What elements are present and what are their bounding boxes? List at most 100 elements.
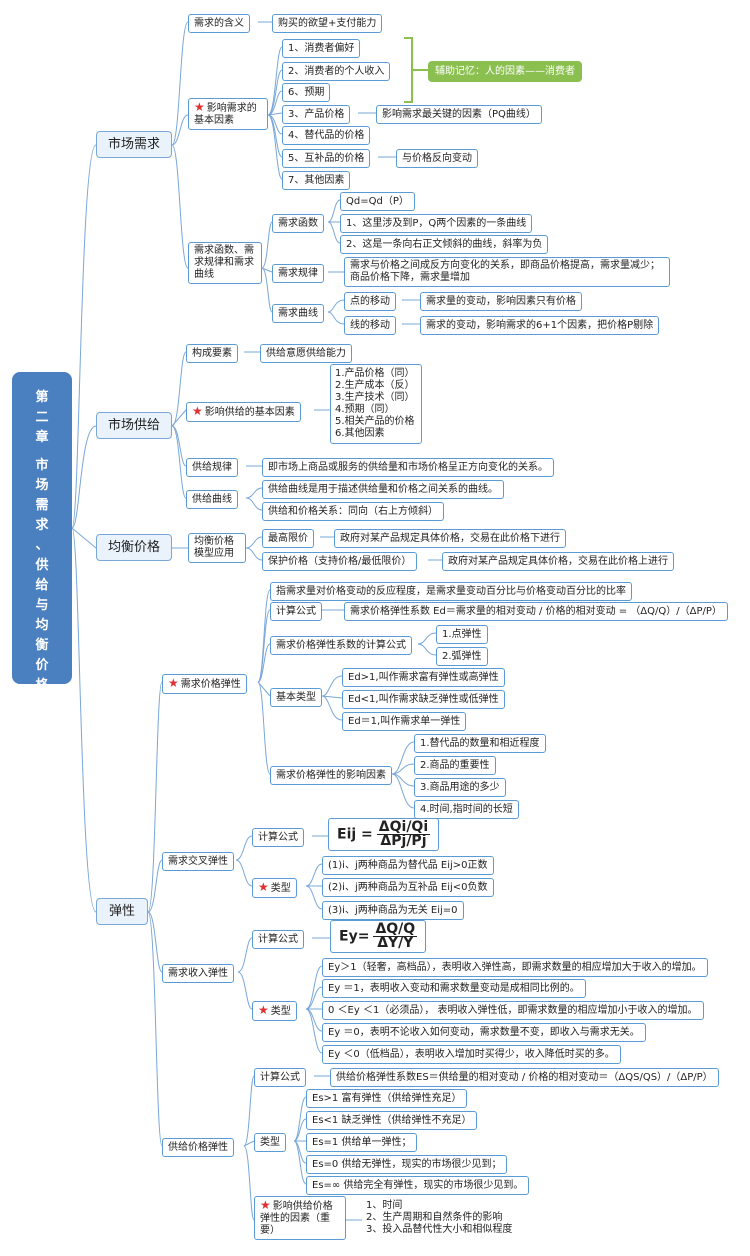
demand-law-text: 需求与价格之间成反方向变化的关系，即商品价格提高，需求量减少；商品价格下降，需求… bbox=[344, 257, 670, 287]
income-type-item: Ey ＝0，表明不论收入如何变动，需求数量不变，即收入与需求无关。 bbox=[322, 1023, 646, 1042]
supply-elements-detail: 供给意愿供给能力 bbox=[260, 344, 352, 363]
supply-type-item: Es>1 富有弹性（供给弹性充足） bbox=[306, 1089, 468, 1108]
type-item: Ed＝1,叫作需求单一弹性 bbox=[342, 712, 467, 731]
price-elasticity-calc[interactable]: 计算公式 bbox=[270, 602, 322, 621]
supply-law[interactable]: 供给规律 bbox=[186, 458, 238, 477]
demand-factor-item[interactable]: 4、替代品的价格 bbox=[282, 126, 371, 145]
supply-type-item: Es<1 缺乏弹性（供给弹性不充足） bbox=[306, 1111, 478, 1130]
income-type-item: Ey ＜0（低档品），表明收入增加时买得少，收入降低时买的多。 bbox=[322, 1045, 621, 1064]
point-move-note: 需求量的变动，影响因素只有价格 bbox=[420, 292, 582, 311]
demand-factors[interactable]: ★影响需求的基本因素 bbox=[188, 98, 268, 130]
type-item: Ed<1,叫作需求缺乏弹性或低弹性 bbox=[342, 690, 505, 709]
supply-elasticity-factors[interactable]: ★影响供给价格弹性的因素（重要） bbox=[254, 1196, 346, 1240]
supply-type-item: Es=∞ 供给完全有弹性，现实的市场很少见到。 bbox=[306, 1176, 530, 1195]
demand-function-group[interactable]: 需求函数、需求规律和需求曲线 bbox=[188, 242, 262, 284]
income-type-item: 0 ＜Ey ＜1（必须品）， 表明收入弹性低，即需求数量的相应增加小于收入的增加… bbox=[322, 1001, 704, 1020]
supply-curve-item: 供给和价格关系：同向（右上方倾斜） bbox=[262, 502, 444, 521]
topic-market-demand[interactable]: 市场需求 bbox=[96, 131, 172, 158]
supply-elasticity-factor: 3、投入品替代性大小和相似程度 bbox=[366, 1224, 513, 1235]
price-elasticity-methods[interactable]: 需求价格弹性系数的计算公式 bbox=[270, 636, 412, 655]
chapter-title: 第二章 市场需求、供给与均衡价格 bbox=[12, 372, 72, 693]
supply-elements[interactable]: 构成要素 bbox=[186, 344, 238, 363]
demand-meaning[interactable]: 需求的含义 bbox=[188, 14, 250, 33]
star-icon: ★ bbox=[258, 880, 269, 894]
topic-market-supply[interactable]: 市场供给 bbox=[96, 412, 172, 439]
factor-item: 1.替代品的数量和相近程度 bbox=[414, 734, 546, 753]
line-move-note: 需求的变动，影响需求的6+1个因素，把价格P剔除 bbox=[420, 316, 660, 335]
supply-factors[interactable]: ★影响供给的基本因素 bbox=[186, 402, 301, 422]
supply-elasticity[interactable]: 供给价格弹性 bbox=[162, 1138, 234, 1157]
demand-factor-item[interactable]: 7、其他因素 bbox=[282, 171, 351, 190]
equilibrium-model[interactable]: 均衡价格模型应用 bbox=[188, 533, 246, 563]
complement-note: 与价格反向变动 bbox=[396, 149, 478, 168]
memory-note: 辅助记忆：人的因素——消费者 bbox=[428, 61, 582, 82]
demand-curve[interactable]: 需求曲线 bbox=[272, 304, 324, 323]
supply-factor-list: 1、时间 2、生产周期和自然条件的影响 3、投入品替代性大小和相似程度 bbox=[362, 1198, 532, 1238]
demand-factor-item[interactable]: 3、产品价格 bbox=[282, 105, 351, 124]
demand-factor-item[interactable]: 6、预期 bbox=[282, 83, 331, 102]
star-icon: ★ bbox=[192, 404, 203, 418]
star-icon: ★ bbox=[258, 1003, 269, 1017]
cross-types[interactable]: ★类型 bbox=[252, 878, 297, 898]
supply-curve-item: 供给曲线是用于描述供给量和价格之间关系的曲线。 bbox=[262, 480, 504, 499]
point-move[interactable]: 点的移动 bbox=[344, 292, 396, 311]
price-elasticity-calc-text: 需求价格弹性系数 Ed＝需求量的相对变动 / 价格的相对变动 = （ΔQ/Q）/… bbox=[344, 602, 728, 621]
protect-price-note: 政府对某产品规定具体价格，交易在此价格上进行 bbox=[442, 552, 674, 571]
demand-func-item: 1、这里涉及到P，Q两个因素的一条曲线 bbox=[340, 214, 533, 233]
max-price[interactable]: 最高限价 bbox=[262, 529, 314, 548]
income-calc[interactable]: 计算公式 bbox=[252, 930, 304, 949]
cross-type-item: (2)i、j两种商品为互补品 Eij<0负数 bbox=[322, 878, 494, 897]
type-item: Ed>1,叫作需求富有弹性或高弹性 bbox=[342, 668, 505, 687]
price-elasticity[interactable]: ★需求价格弹性 bbox=[162, 674, 247, 694]
topic-elasticity[interactable]: 弹性 bbox=[96, 898, 148, 925]
star-icon: ★ bbox=[194, 100, 205, 114]
price-elasticity-types[interactable]: 基本类型 bbox=[270, 688, 322, 707]
supply-elasticity-calc[interactable]: 计算公式 bbox=[254, 1068, 306, 1087]
supply-curve[interactable]: 供给曲线 bbox=[186, 490, 238, 509]
protect-price[interactable]: 保护价格（支持价格/最低限价） bbox=[262, 552, 418, 571]
topic-equilibrium[interactable]: 均衡价格 bbox=[96, 534, 172, 561]
method-item: 2.弧弹性 bbox=[436, 647, 488, 666]
demand-factor-item[interactable]: 5、互补品的价格 bbox=[282, 149, 371, 168]
cross-type-item: (3)i、j两种商品为无关 Eij=0 bbox=[322, 901, 464, 920]
price-elasticity-definition: 指需求量对价格变动的反应程度，是需求量变动百分比与价格变动百分比的比率 bbox=[270, 582, 632, 601]
demand-func-item: Qd=Qd（P） bbox=[340, 192, 415, 211]
supply-elasticity-calc-text: 供给价格弹性系数ES＝供给量的相对变动 / 价格的相对变动＝（ΔQS/QS）/（… bbox=[330, 1068, 719, 1087]
star-icon: ★ bbox=[168, 676, 179, 690]
supply-elasticity-factor: 2、生产周期和自然条件的影响 bbox=[366, 1212, 503, 1223]
supply-factor-list: 1.产品价格（同） 2.生产成本（反） 3.生产技术（同） 4.预期（同） 5.… bbox=[330, 364, 422, 444]
factor-item: 4.时间,指时间的长短 bbox=[414, 800, 519, 819]
supply-elasticity-factor: 1、时间 bbox=[366, 1200, 403, 1211]
demand-factor-item[interactable]: 1、消费者偏好 bbox=[282, 39, 361, 58]
demand-factor-item[interactable]: 2、消费者的个人收入 bbox=[282, 62, 391, 81]
demand-law[interactable]: 需求规律 bbox=[272, 264, 324, 283]
price-note: 影响需求最关键的因素（PQ曲线） bbox=[376, 105, 542, 124]
supply-factor-item: 1.产品价格（同） bbox=[335, 368, 415, 379]
price-elasticity-factors[interactable]: 需求价格弹性的影响因素 bbox=[270, 766, 392, 785]
income-type-item: Ey ＝1，表明收入变动和需求数量变动是成相同比例的。 bbox=[322, 979, 586, 998]
supply-factor-item: 3.生产技术（同） bbox=[335, 392, 415, 403]
income-types[interactable]: ★类型 bbox=[252, 1001, 297, 1021]
demand-func-item: 2、这是一条向右正文倾斜的曲线，斜率为负 bbox=[340, 235, 549, 254]
supply-elasticity-types[interactable]: 类型 bbox=[254, 1133, 286, 1152]
cross-elasticity[interactable]: 需求交叉弹性 bbox=[162, 852, 234, 871]
supply-law-detail: 即市场上商品或服务的供给量和市场价格呈正方向变化的关系。 bbox=[262, 458, 554, 477]
supply-type-item: Es=0 供给无弹性，现实的市场很少见到； bbox=[306, 1155, 508, 1174]
demand-function[interactable]: 需求函数 bbox=[272, 214, 324, 233]
method-item: 1.点弹性 bbox=[436, 625, 488, 644]
supply-type-item: Es=1 供给单一弹性； bbox=[306, 1133, 418, 1152]
cross-type-item: (1)i、j两种商品为替代品 Eij>0正数 bbox=[322, 856, 494, 875]
demand-meaning-detail: 购买的欲望+支付能力 bbox=[272, 14, 383, 33]
income-elasticity[interactable]: 需求收入弹性 bbox=[162, 964, 234, 983]
line-move[interactable]: 线的移动 bbox=[344, 316, 396, 335]
supply-factor-item: 6.其他因素 bbox=[335, 428, 385, 439]
star-icon: ★ bbox=[260, 1198, 271, 1212]
cross-calc[interactable]: 计算公式 bbox=[252, 828, 304, 847]
supply-factor-item: 2.生产成本（反） bbox=[335, 380, 415, 391]
factor-item: 2.商品的重要性 bbox=[414, 756, 496, 775]
supply-factor-item: 4.预期（同） bbox=[335, 404, 395, 415]
income-type-item: Ey＞1（轻奢，高档品），表明收入弹性高，即需求数量的相应增加大于收入的增加。 bbox=[322, 958, 708, 977]
